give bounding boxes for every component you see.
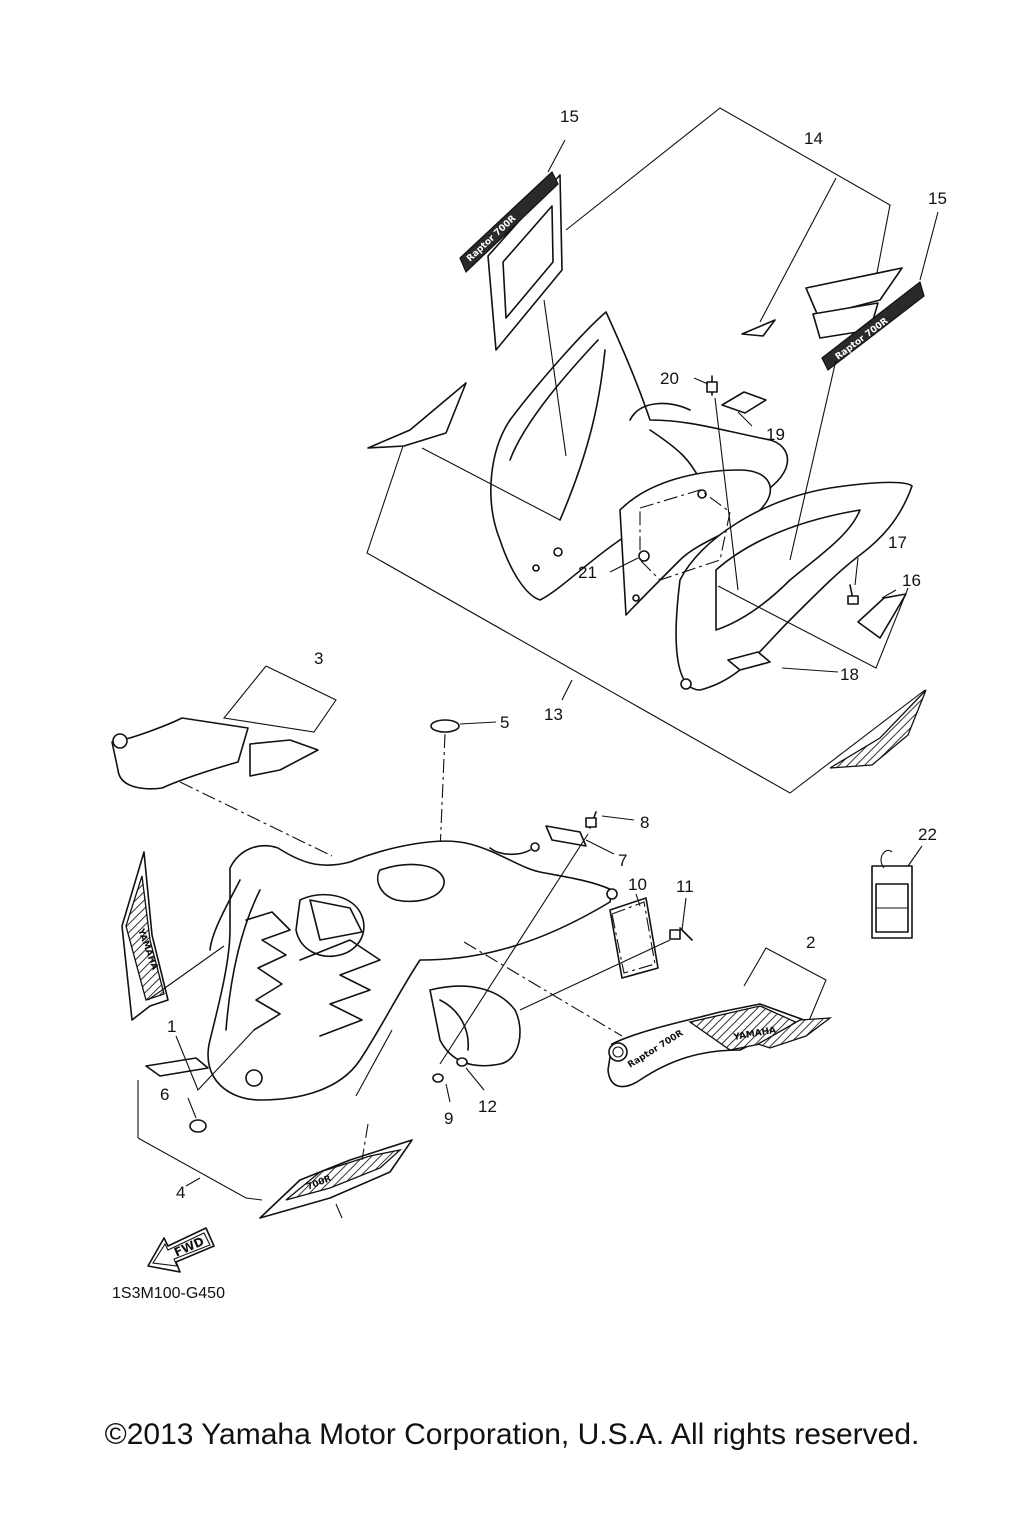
bolt-20 [706, 375, 739, 591]
callout-20: 20 [660, 369, 679, 388]
callout-10: 10 [628, 875, 647, 894]
front-fender-group: YAMAHA 700R [111, 665, 923, 1273]
plate-10 [609, 897, 659, 979]
decal-4: 700R [259, 1139, 413, 1219]
bolt-11 [519, 897, 693, 1011]
nut-21 [638, 550, 650, 562]
bolt-8 [439, 811, 635, 1065]
fender-wing-decal-right [829, 689, 927, 769]
decal-6 [189, 1119, 207, 1133]
callout-15-left: 15 [560, 107, 579, 126]
callout-1: 1 [167, 1017, 176, 1036]
callout-13: 13 [544, 705, 563, 724]
decal-15-right: Raptor 700R [805, 211, 939, 371]
callout-18: 18 [840, 665, 859, 684]
decal-3 [111, 717, 319, 790]
decal-7 [545, 825, 587, 847]
decal-2: Raptor 700R YAMAHA [607, 1003, 833, 1088]
rear-fender-body [490, 311, 913, 691]
callout-21: 21 [578, 563, 597, 582]
tag-22 [871, 845, 923, 939]
callout-9: 9 [444, 1109, 453, 1128]
kit-outline-4 [137, 1137, 263, 1201]
callout-12: 12 [478, 1097, 497, 1116]
fwd-arrow-icon: FWD [147, 1227, 215, 1273]
callout-17: 17 [888, 533, 907, 552]
decal-18 [727, 651, 771, 671]
callout-22: 22 [918, 825, 937, 844]
bolt-17 [847, 584, 859, 605]
front-fender-body [207, 840, 618, 1101]
callout-19: 19 [766, 425, 785, 444]
callout-6: 6 [160, 1085, 169, 1104]
callout-5: 5 [500, 713, 509, 732]
fender-wing-decal-left [367, 382, 467, 449]
decal-14-tip [741, 319, 776, 337]
decal-15-left: Raptor 700R [459, 139, 566, 351]
callout-4: 4 [176, 1183, 185, 1202]
nut-9 [432, 1073, 444, 1083]
kit-outline-14 [565, 107, 891, 279]
decal-5 [430, 719, 460, 733]
callout-labels: 1 2 3 4 5 6 7 8 9 10 11 12 13 14 15 15 1… [160, 107, 947, 1202]
decal-1: YAMAHA [121, 851, 209, 1077]
decal-16 [857, 593, 907, 639]
callout-3: 3 [314, 649, 323, 668]
callout-16: 16 [902, 571, 921, 590]
callout-7: 7 [618, 851, 627, 870]
callout-15-right: 15 [928, 189, 947, 208]
decal-19 [721, 391, 767, 414]
part-code: 1S3M100-G450 [112, 1285, 225, 1302]
callout-2: 2 [806, 933, 815, 952]
rear-fender-group: Raptor 700R Raptor 700R [366, 107, 939, 794]
callout-11: 11 [676, 877, 694, 896]
copyright-notice: ©2013 Yamaha Motor Corporation, U.S.A. A… [104, 1418, 920, 1451]
nut-12 [456, 1057, 468, 1067]
callout-8: 8 [640, 813, 649, 832]
kit-outline-13 [366, 445, 926, 794]
callout-14: 14 [804, 129, 823, 148]
